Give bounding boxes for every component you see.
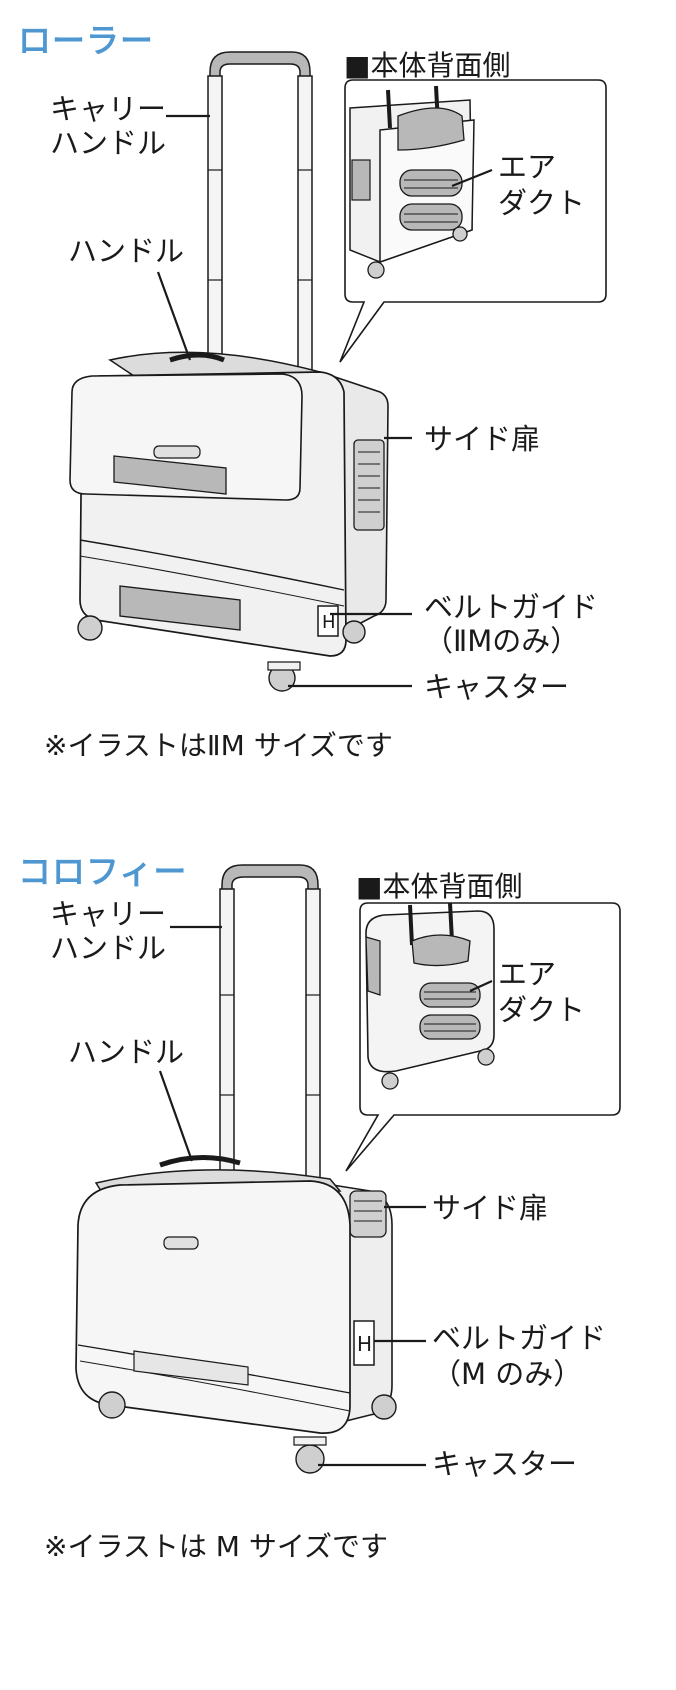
- label-caster: キャスター: [424, 670, 570, 704]
- belt-guide: [353, 1320, 375, 1366]
- front-emblem: [153, 445, 201, 459]
- bottom-strap: [133, 1350, 249, 1386]
- carry-handle: [219, 864, 321, 1186]
- section-title: ローラー: [18, 21, 154, 60]
- illustration-note: ※イラストはⅡM サイズです: [44, 729, 393, 762]
- svg-text:H: H: [357, 1332, 372, 1356]
- label-handle: ハンドル: [68, 234, 185, 268]
- corofy-section: コロフィー: [0, 845, 676, 1690]
- label-belt-guide-line1: ベルトガイド: [424, 590, 599, 624]
- side-door: [349, 1190, 387, 1238]
- top-handle: [169, 352, 225, 363]
- label-carry-handle-line1: キャリー: [50, 92, 167, 126]
- carry-handle: [207, 51, 313, 377]
- label-air-duct-line1: エア: [498, 150, 557, 184]
- corofy-casters: [98, 1391, 397, 1474]
- section-title: コロフィー: [18, 852, 188, 891]
- label-carry-handle-line2: ハンドル: [50, 126, 167, 160]
- label-belt-guide-line1: ベルトガイド: [432, 1321, 607, 1355]
- label-handle: ハンドル: [68, 1035, 185, 1069]
- label-carry-handle-line2: ハンドル: [50, 931, 167, 965]
- roller-casters: [77, 615, 366, 692]
- label-caster: キャスター: [432, 1447, 578, 1481]
- inset-back-view: [349, 85, 475, 279]
- label-side-door: サイド扉: [424, 422, 541, 456]
- svg-text:H: H: [322, 612, 336, 633]
- roller-illustration: H: [69, 51, 607, 692]
- top-handle: [159, 1155, 241, 1168]
- roller-section: ローラー: [18, 21, 607, 762]
- label-belt-guide-line2: （ⅡMのみ）: [424, 624, 580, 658]
- side-door: [353, 439, 385, 531]
- roller-case: H: [69, 351, 389, 657]
- corofy-case: H: [75, 1155, 393, 1434]
- bottom-strap: [119, 585, 241, 631]
- label-side-door: サイド扉: [432, 1191, 549, 1225]
- label-air-duct-line2: ダクト: [498, 186, 586, 220]
- label-belt-guide-line2: （M のみ）: [432, 1357, 583, 1391]
- label-carry-handle-line1: キャリー: [50, 897, 167, 931]
- front-strap: [113, 455, 227, 495]
- corofy-illustration: H: [75, 864, 621, 1474]
- label-air-duct-line1: エア: [498, 957, 557, 991]
- inset-air-duct-bottom: [399, 203, 463, 231]
- leader-lines: [156, 114, 493, 688]
- illustration-note: ※イラストは M サイズです: [44, 1530, 389, 1563]
- inset-title: ■本体背面側: [356, 870, 523, 903]
- front-emblem: [163, 1236, 199, 1250]
- inset-air-duct-top: [419, 982, 481, 1008]
- inset-title: ■本体背面側: [344, 49, 511, 82]
- leader-lines: [158, 925, 493, 1467]
- label-air-duct-line2: ダクト: [498, 993, 586, 1027]
- inset-back-view: [365, 902, 495, 1090]
- inset-air-duct-bottom: [419, 1014, 481, 1040]
- inset-air-duct-top: [399, 169, 463, 197]
